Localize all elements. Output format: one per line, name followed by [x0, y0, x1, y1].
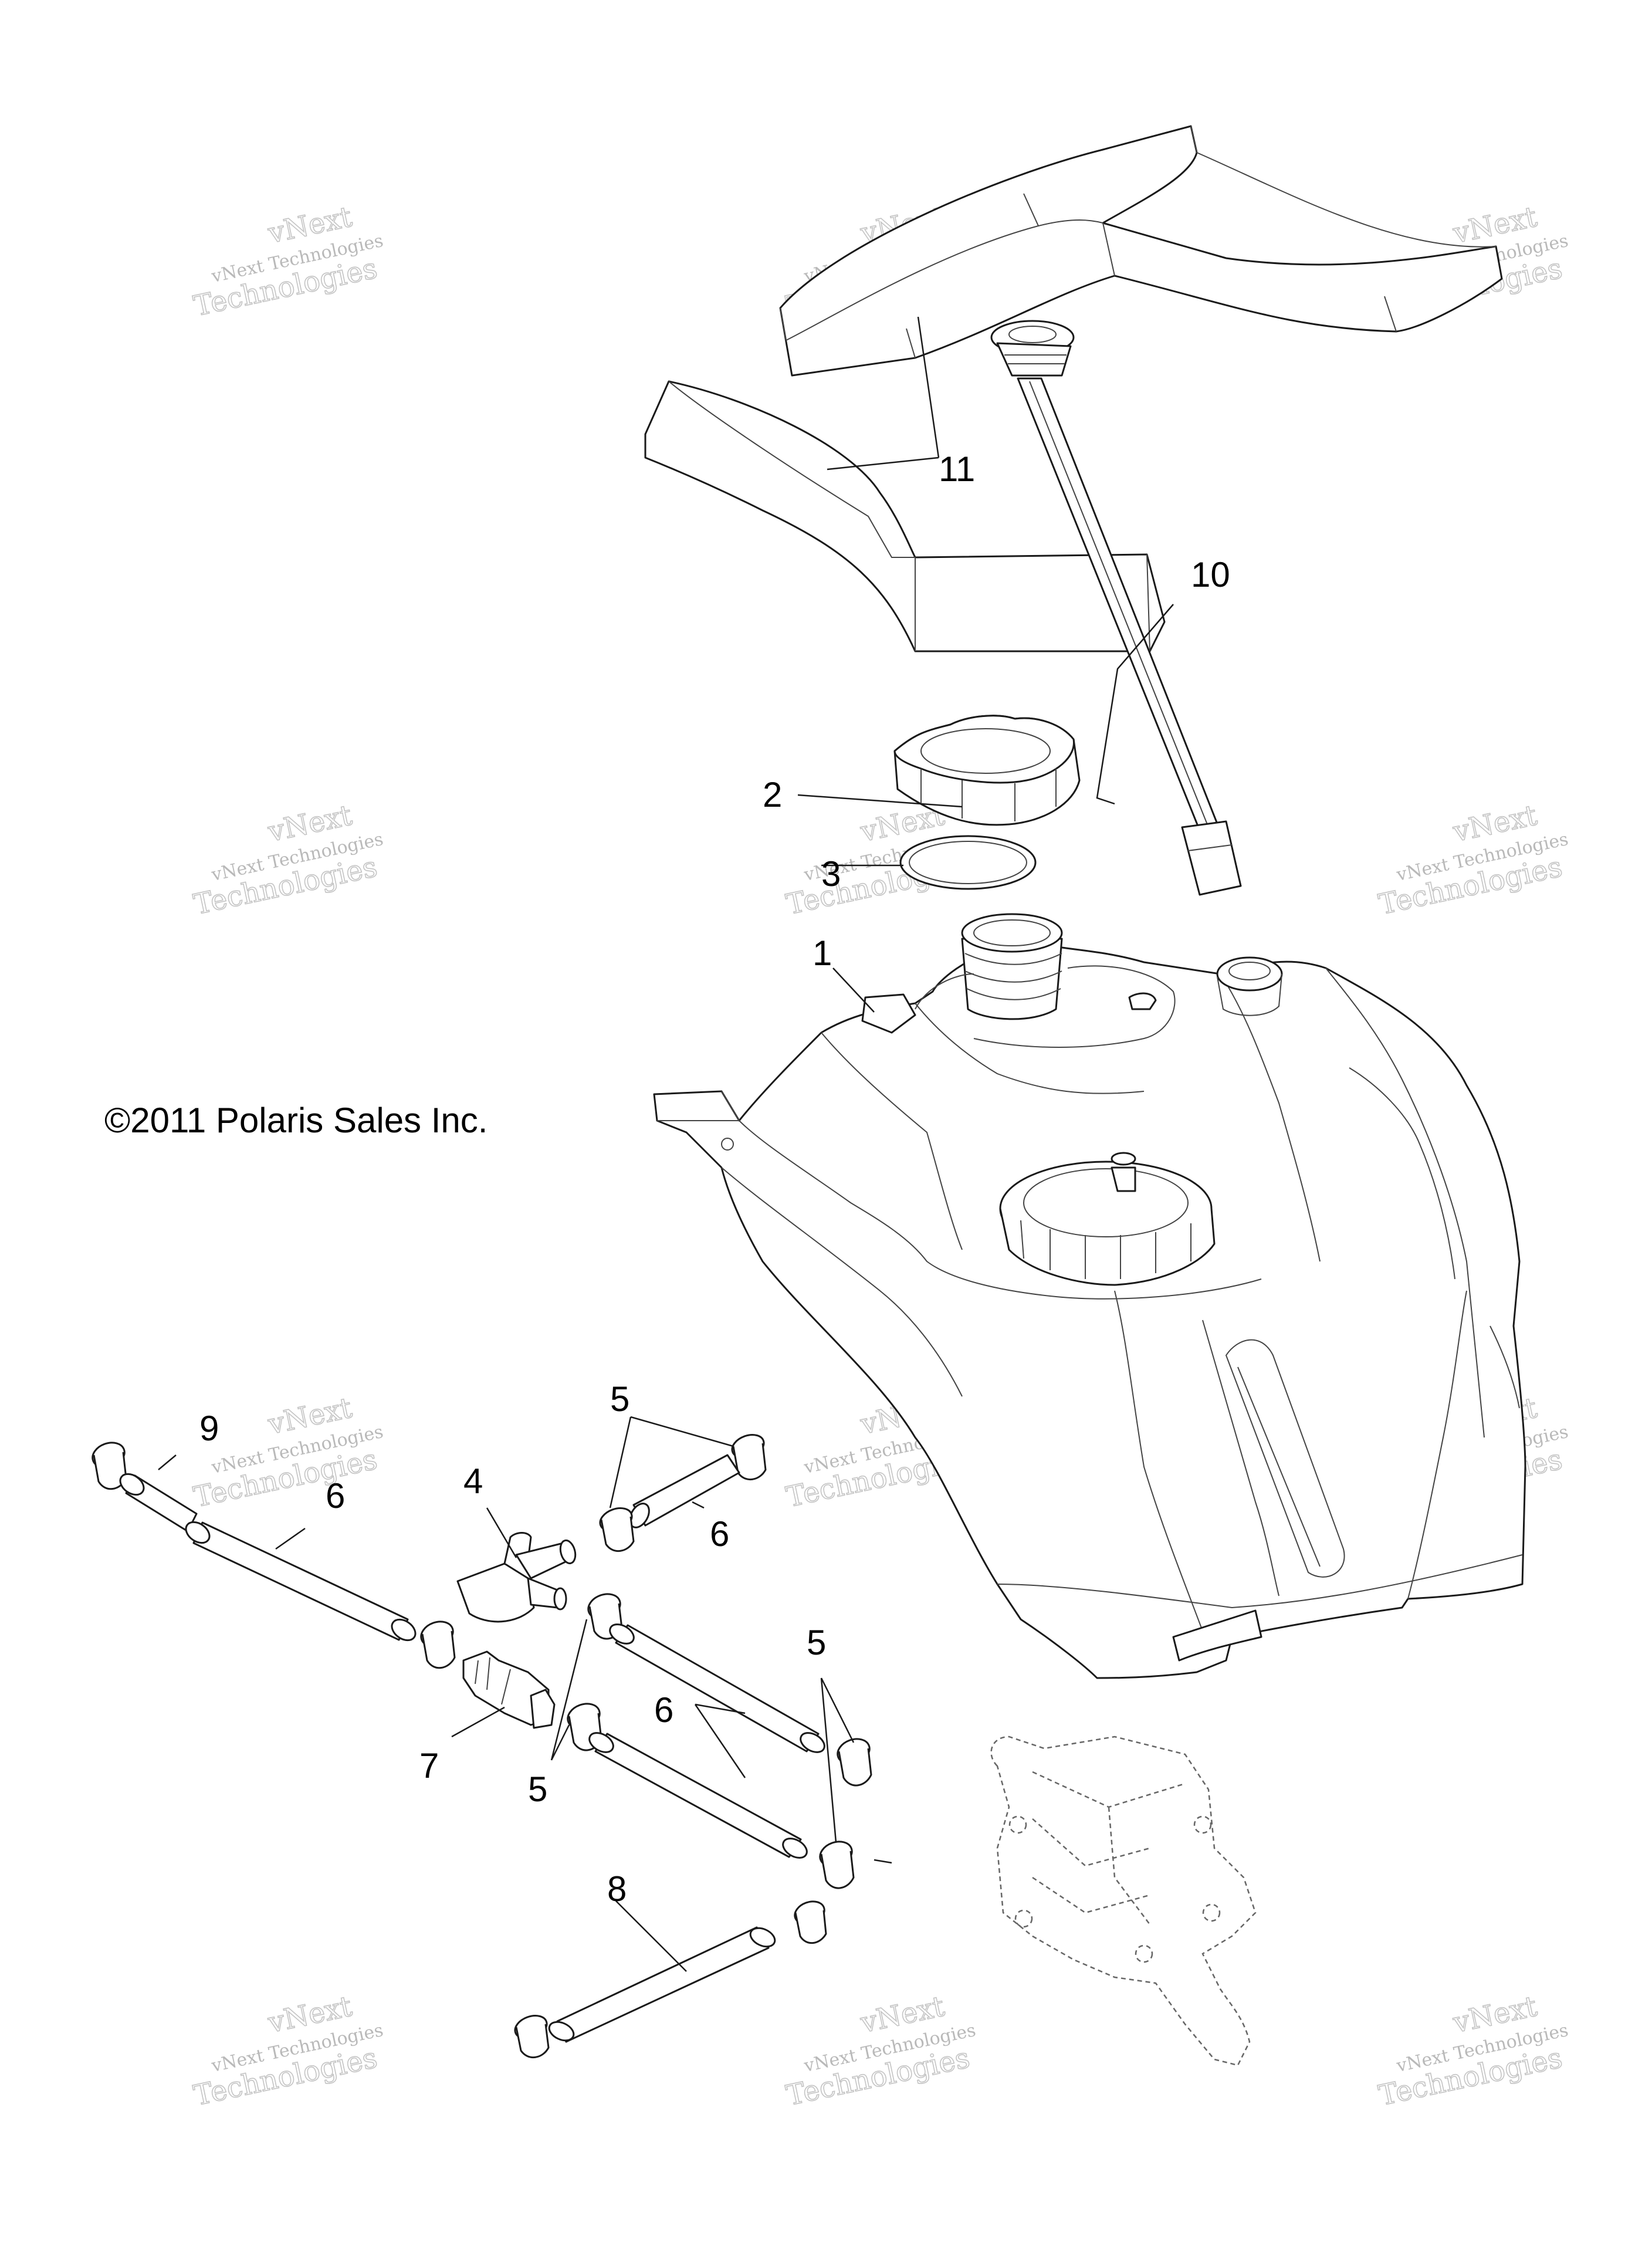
- part-7-connector: [462, 1650, 556, 1729]
- clamp: [514, 2015, 550, 2059]
- watermark: vNext vNext Technologies Technologies: [191, 200, 385, 323]
- fuel-pump-ghost: [990, 1736, 1257, 2066]
- watermark: vNext vNext Technologies Technologies: [1376, 799, 1570, 922]
- part-1-fuel-tank: [653, 913, 1526, 1679]
- callout-6: 6: [710, 1514, 729, 1554]
- callout-11: 11: [939, 449, 975, 489]
- callout-2: 2: [763, 775, 782, 814]
- callout-7: 7: [419, 1746, 439, 1785]
- callout-5: 5: [610, 1379, 629, 1419]
- part-11-foam-pads: [644, 125, 1503, 652]
- watermark: vNext vNext Technologies Technologies: [191, 799, 385, 922]
- callout-5: 5: [807, 1623, 826, 1662]
- callouts: 11 10 2 3 1 5 9 6 4 6 5 6 7 5 8: [199, 449, 1230, 1909]
- copyright-notice: ©2011 Polaris Sales Inc.: [104, 1101, 488, 1140]
- callout-8: 8: [607, 1869, 627, 1909]
- leader-lines: [158, 316, 1174, 1972]
- part-4-tee-fitting: [456, 1532, 577, 1623]
- clamp: [837, 1738, 872, 1787]
- part-2-gas-cap: [893, 715, 1081, 826]
- part-10-fuel-sender: [990, 320, 1242, 896]
- callout-6: 6: [654, 1690, 673, 1730]
- watermark: vNext vNext Technologies Technologies: [191, 1990, 385, 2113]
- callout-6: 6: [326, 1476, 345, 1515]
- clamp: [92, 1442, 127, 1490]
- clamp: [794, 1900, 827, 1944]
- callout-4: 4: [463, 1462, 483, 1501]
- callout-9: 9: [199, 1409, 219, 1448]
- clamp: [420, 1621, 456, 1669]
- part-3-o-ring: [899, 835, 1037, 890]
- callout-1: 1: [813, 933, 832, 973]
- watermark: vNext vNext Technologies Technologies: [1376, 1990, 1570, 2113]
- callout-10: 10: [1191, 555, 1230, 594]
- clamp: [819, 1841, 855, 1889]
- watermark: vNext vNext Technologies Technologies: [191, 1391, 385, 1514]
- watermark: vNext vNext Technologies Technologies: [783, 1990, 978, 2113]
- clamp: [599, 1507, 635, 1552]
- callout-5: 5: [528, 1770, 547, 1809]
- callout-3: 3: [821, 854, 841, 894]
- hose-assembly: [92, 1434, 892, 2059]
